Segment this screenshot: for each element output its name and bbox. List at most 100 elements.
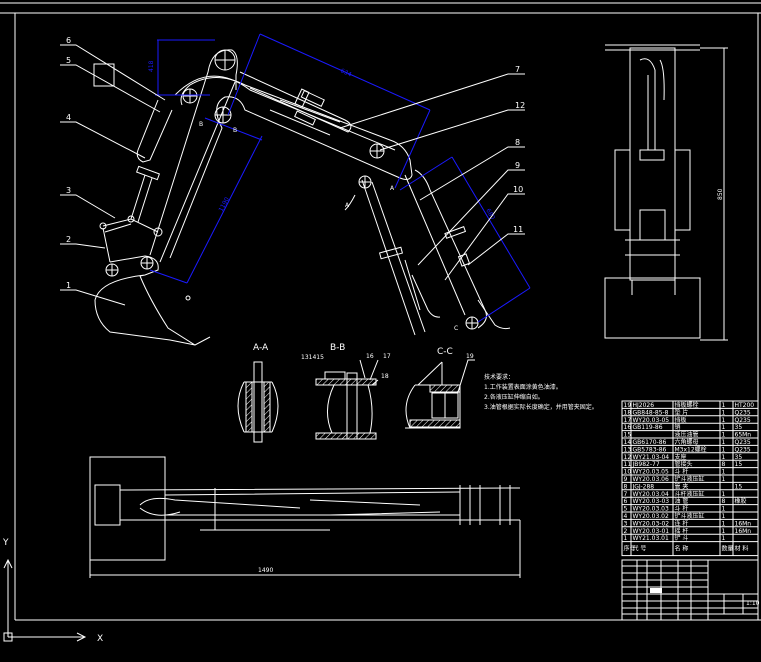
svg-text:2.各液压缸伸缩自如。: 2.各液压缸伸缩自如。	[484, 393, 544, 401]
bom-cell-code: GB5783-86	[633, 446, 667, 453]
bom-cell-material: 15	[735, 483, 743, 490]
svg-text:3: 3	[66, 186, 71, 195]
bom-cell-material: 65Mn	[735, 432, 752, 439]
bom-cell-qty: 1	[722, 439, 726, 446]
dim-boom-top: 634	[339, 67, 352, 78]
bom-cell-name: 垫 片	[675, 408, 689, 416]
bom-cell-qty: 1	[722, 432, 726, 439]
bom-cell-name: 油 管	[675, 497, 689, 505]
bom-cell-name: 斗 杆	[675, 468, 689, 476]
bom-cell-material: Q235	[735, 446, 751, 453]
bom-cell-name: 铲 斗	[675, 534, 689, 542]
bom-cell-material: 橡胶	[735, 497, 747, 505]
bom-cell-no: 4	[624, 513, 628, 520]
bom-cell-name: 管 夹	[675, 482, 689, 490]
bom-cell-code: GB6170-86	[633, 439, 667, 446]
bom-cell-material: 16Mn	[735, 528, 752, 535]
svg-text:X: X	[97, 634, 103, 644]
svg-text:131415: 131415	[301, 354, 324, 361]
title-block: 1:10	[621, 559, 760, 621]
excavator-arm-elevation	[93, 49, 511, 346]
bom-cell-no: 13	[624, 446, 632, 453]
bom-cell-no: 15	[624, 432, 632, 439]
bom-cell-qty: 1	[722, 506, 726, 513]
bom-cell-name: 挡板螺栓	[675, 401, 699, 409]
bom-cell-qty: 1	[722, 402, 726, 409]
bom-border	[621, 400, 759, 557]
svg-text:18: 18	[381, 373, 389, 380]
svg-text:19: 19	[466, 353, 474, 360]
bom-cell-qty: 1	[722, 520, 726, 527]
bom-cell-no: 6	[624, 498, 628, 505]
section-aa: A-A	[237, 343, 279, 443]
bom-cell-code: WY20.03.04	[633, 491, 669, 498]
bom-cell-code: WY20.03-02	[633, 520, 670, 527]
bom-cell-no: 2	[624, 528, 628, 535]
dim-boom-height: 418	[148, 60, 155, 72]
bom-cell-name: 铲斗液压缸	[675, 512, 705, 520]
svg-text:B-B: B-B	[330, 343, 345, 353]
svg-text:1490: 1490	[258, 567, 273, 574]
plan-view: 1490	[89, 456, 521, 578]
svg-text:5: 5	[66, 56, 71, 65]
bom-cell-material: Q235	[735, 417, 751, 424]
technical-notes: 技术要求： 1.工作装置表面涂黄色油漆。 2.各液压缸伸缩自如。 3.油管根据实…	[484, 373, 598, 411]
bom-cell-code: WY20.03.06	[633, 476, 669, 483]
svg-text:4: 4	[66, 113, 71, 122]
bom-cell-code: WY20.03-01	[633, 528, 670, 535]
svg-text:6: 6	[66, 36, 71, 45]
svg-text:11: 11	[513, 225, 523, 234]
part-callouts-right: 7 12 8 9 10 11	[339, 65, 525, 281]
svg-text:8: 8	[515, 138, 520, 147]
bom-cell-name: 挡板	[675, 416, 687, 424]
svg-text:C-C: C-C	[437, 347, 453, 357]
bom-cell-name: 铲斗液压缸	[675, 475, 705, 483]
bom-cell-qty: 1	[722, 454, 726, 461]
bom-cell-name: 销	[675, 423, 681, 431]
bom-cell-code: WY20.03.05	[633, 469, 669, 476]
svg-text:A: A	[390, 185, 395, 192]
bom-cell-no: 7	[624, 491, 628, 498]
section-bb: B-B 131415 16 17 18	[301, 343, 391, 440]
bom-cell-code: WY20.03-05	[633, 417, 670, 424]
svg-text:1: 1	[66, 281, 71, 290]
bom-cell-qty: 1	[722, 409, 726, 416]
dim-arm-length: 1190	[218, 196, 231, 213]
drawing-number-field	[650, 588, 662, 593]
svg-text:7: 7	[515, 65, 520, 74]
bom-cell-code: JB982-77	[632, 461, 660, 468]
svg-text:3.油管根据实际长度确定，并用管夹固定。: 3.油管根据实际长度确定，并用管夹固定。	[484, 403, 598, 411]
bom-cell-qty: 8	[722, 461, 726, 468]
svg-text:12: 12	[515, 101, 525, 110]
bom-cell-qty: 8	[722, 498, 726, 505]
section-cc: C-C 19	[405, 347, 475, 429]
svg-text:850: 850	[717, 188, 724, 200]
bom-cell-code: GB848-85-8	[633, 409, 669, 416]
bom-cell-material: 35	[735, 454, 743, 461]
bom-cell-no: 19	[624, 402, 632, 409]
svg-text:A: A	[345, 202, 350, 209]
bom-cell-no: 5	[624, 506, 628, 513]
bom-cell-qty: 1	[722, 528, 726, 535]
bom-header-name: 名 称	[675, 545, 689, 553]
bom-cell-name: 六角螺母	[675, 438, 699, 446]
bom-cell-qty: 1	[722, 446, 726, 453]
bom-cell-qty: 1	[722, 417, 726, 424]
svg-text:17: 17	[383, 353, 391, 360]
bom-cell-material: Q235	[735, 439, 751, 446]
bom-cell-code: JGJ-288	[632, 483, 655, 490]
bom-cell-name: 摇 杆	[675, 527, 689, 535]
bom-cell-material: Q235	[735, 409, 751, 416]
bom-cell-name: 连 杆	[675, 519, 689, 527]
view-marks: B B A A C	[199, 121, 458, 332]
bom-cell-no: 9	[624, 476, 628, 483]
bom-cell-no: 8	[624, 483, 628, 490]
bom-header-code: 代 号	[633, 545, 647, 553]
ucs-icon: Y X	[2, 538, 103, 644]
bom-cell-name: 斗 杆	[675, 505, 689, 513]
bom-cell-material: HT200	[735, 402, 755, 409]
svg-text:1:10: 1:10	[746, 600, 760, 607]
svg-text:A-A: A-A	[253, 343, 269, 353]
bom-cell-no: 17	[624, 417, 632, 424]
